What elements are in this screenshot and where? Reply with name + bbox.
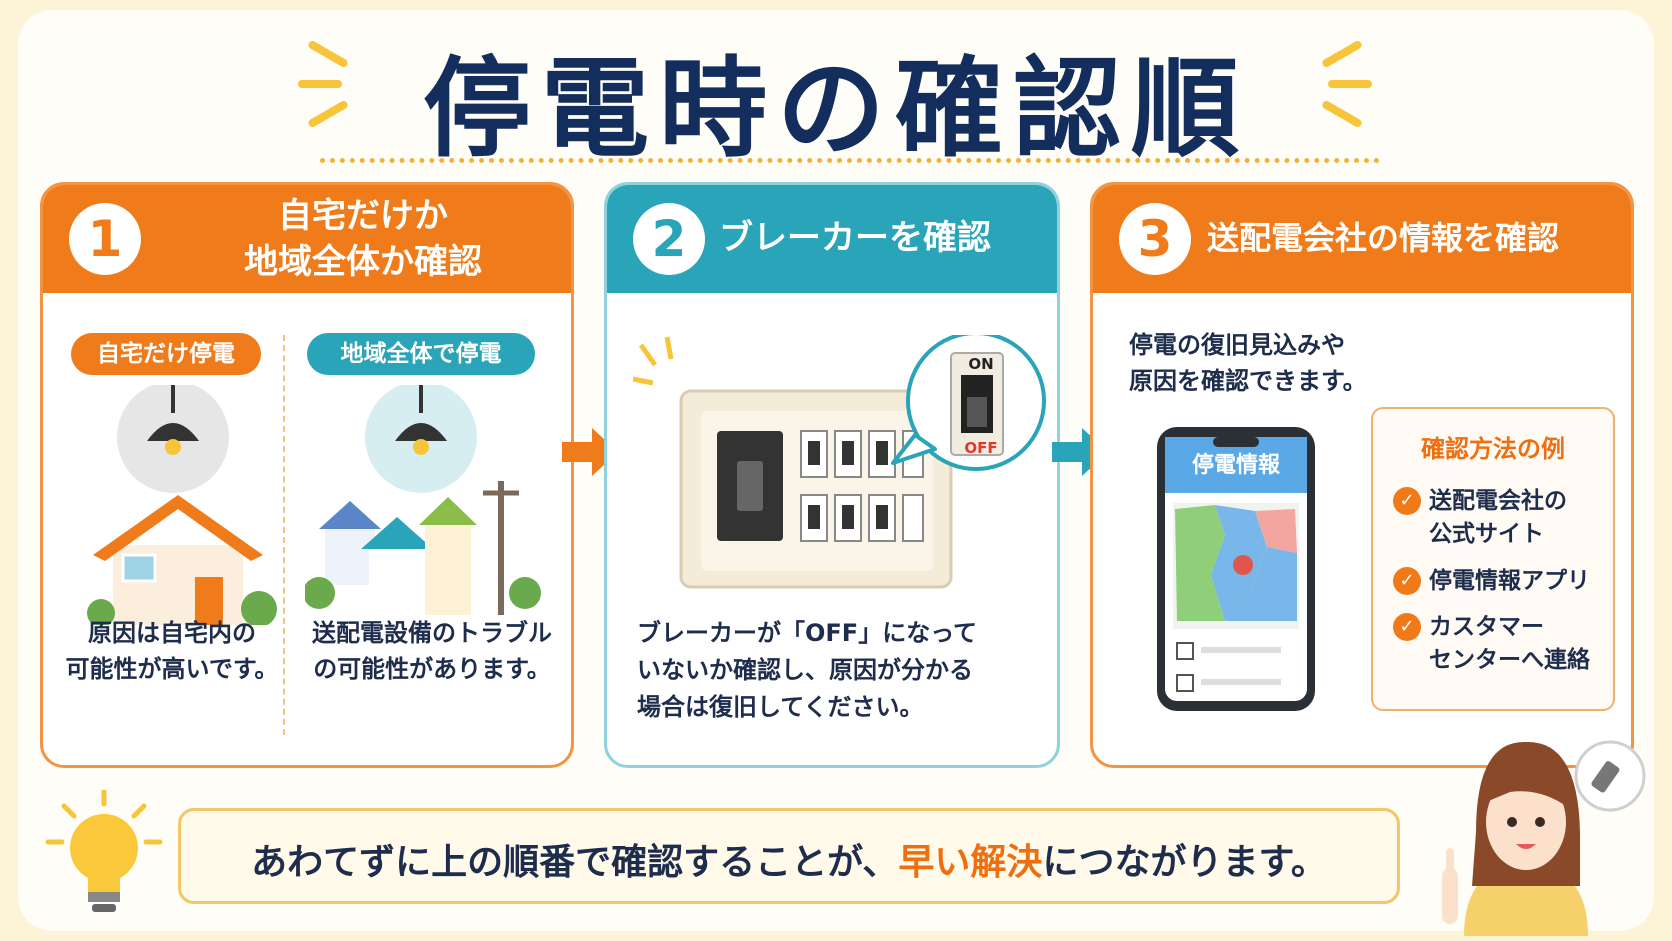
step-header-3: 3 送配電会社の情報を確認 [1093, 185, 1631, 293]
area-wide-pill: 地域全体で停電 [307, 333, 535, 375]
switch-on-label: ON [968, 355, 994, 373]
step-heading-2: ブレーカーを確認 [719, 218, 991, 258]
woman-character-icon [1442, 740, 1646, 936]
method-item-2: ✓停電情報アプリ [1393, 565, 1590, 598]
methods-box: 確認方法の例 ✓送配電会社の 公式サイト ✓停電情報アプリ ✓カスタマー センタ… [1371, 407, 1615, 711]
breaker-panel-icon [632, 335, 1046, 589]
sparkle-icon [1328, 80, 1372, 88]
step-heading-1: 自宅だけか 地域全体か確認 [244, 196, 482, 282]
area-wide-desc: 送配電設備のトラブル の可能性があります。 [312, 619, 552, 683]
step-header-2: 2 ブレーカーを確認 [607, 185, 1057, 293]
method-item-1: ✓送配電会社の 公式サイト [1393, 485, 1567, 551]
check-icon: ✓ [1393, 567, 1421, 595]
step-card-2: 2 ブレーカーを確認 ON OFF ブレーカーが「OFF」になって い [604, 182, 1060, 768]
tip-text: あわてずに上の順番で確認することが、早い解決につながります。 [251, 842, 1327, 883]
lightbulb-icon [45, 790, 163, 912]
smartphone-icon [1157, 427, 1315, 711]
pendant-lamp-icon [365, 385, 477, 493]
check-icon: ✓ [1393, 613, 1421, 641]
flashlight-icon [1591, 761, 1620, 793]
switch-off-label: OFF [964, 439, 998, 457]
map-icon [1173, 503, 1299, 629]
step-number-3: 3 [1119, 203, 1191, 275]
home-only-desc: 原因は自宅内の 可能性が高いです。 [65, 619, 279, 683]
town-icon [305, 481, 541, 615]
step-number-1: 1 [69, 203, 141, 275]
step-card-3: 3 送配電会社の情報を確認 停電の復旧見込みや 原因を確認できます。 停電情報 … [1090, 182, 1634, 768]
home-only-pill: 自宅だけ停電 [71, 333, 261, 375]
step-card-1: 1 自宅だけか 地域全体か確認 自宅だけ停電 地域全体で停電 [40, 182, 574, 768]
methods-title: 確認方法の例 [1421, 435, 1565, 463]
check-icon [1176, 674, 1194, 692]
breaker-desc: ブレーカーが「OFF」になって いないか確認し、原因が分かる 場合は復旧してくだ… [637, 619, 977, 721]
tip-box: あわてずに上の順番で確認することが、早い解決につながります。 [178, 808, 1400, 904]
page-title: 停電時の確認順 [422, 47, 1249, 172]
step-heading-3: 送配電会社の情報を確認 [1207, 219, 1560, 257]
sparkle-icon [298, 80, 342, 88]
method-item-3: ✓カスタマー センターへ連絡 [1393, 611, 1590, 677]
phone-screen-title: 停電情報 [1191, 453, 1280, 478]
check-icon: ✓ [1393, 487, 1421, 515]
check-icon [1176, 642, 1194, 660]
title-divider [320, 158, 1380, 163]
step-header-1: 1 自宅だけか 地域全体か確認 [43, 185, 571, 293]
tip-highlight: 早い解決 [898, 842, 1043, 883]
info-desc: 停電の復旧見込みや 原因を確認できます。 [1129, 331, 1367, 395]
house-icon [87, 495, 277, 625]
pendant-lamp-icon [117, 385, 229, 493]
divider [283, 335, 285, 735]
step-number-2: 2 [633, 203, 705, 275]
